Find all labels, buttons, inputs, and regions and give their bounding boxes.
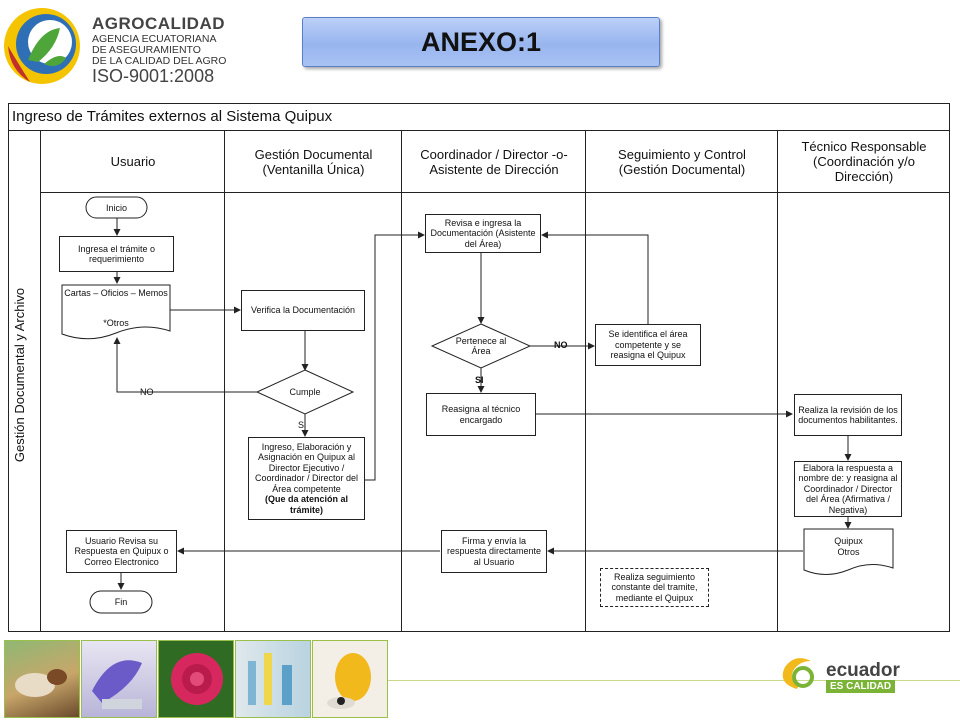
identifica-area-box: Se identifica el área competente y se re… bbox=[595, 324, 701, 366]
document-cartas bbox=[61, 284, 171, 340]
annex-title: ANEXO:1 bbox=[302, 17, 660, 67]
org-line-3: DE LA CALIDAD DEL AGRO bbox=[92, 55, 227, 67]
photo-rose bbox=[158, 640, 234, 718]
lane-divider bbox=[585, 131, 586, 632]
brand-ecuador: ecuador bbox=[826, 660, 900, 681]
cartas-label: Cartas – Oficios – Memos bbox=[64, 288, 168, 298]
edge-no-cumple: NO bbox=[140, 387, 154, 397]
org-line-1: AGENCIA ECUATORIANA bbox=[92, 33, 217, 45]
end-terminator bbox=[89, 590, 153, 614]
start-label: Inicio bbox=[105, 202, 127, 213]
edge-si-area: SI bbox=[475, 375, 484, 385]
photo-cattle bbox=[4, 640, 80, 718]
cattle-icon bbox=[15, 669, 67, 697]
cartas-otros-label: *Otros bbox=[103, 318, 129, 328]
gloves-icon bbox=[92, 660, 142, 709]
lane-header-seguimiento: Seguimiento y Control(Gestión Documental… bbox=[586, 131, 778, 193]
usuario-revisa-box: Usuario Revisa su Respuesta en Quipux o … bbox=[66, 530, 177, 573]
pertenece-label: Pertenece al Área bbox=[455, 336, 507, 356]
quipux-otros-label: Otros bbox=[837, 547, 860, 557]
photo-lab-gloves bbox=[81, 640, 157, 718]
lane-divider bbox=[224, 131, 225, 632]
lane-divider bbox=[777, 131, 778, 632]
quipux-label: Quipux bbox=[834, 536, 863, 546]
firma-envia-box: Firma y envía la respuesta directamente … bbox=[441, 530, 547, 573]
photo-fruit bbox=[312, 640, 388, 718]
flowchart-title: Ingreso de Trámites externos al Sistema … bbox=[8, 103, 950, 131]
decision-cumple bbox=[255, 369, 355, 415]
side-column bbox=[8, 131, 41, 632]
realiza-revision-box: Realiza la revisión de los documentos ha… bbox=[794, 394, 902, 436]
flowchart-frame bbox=[8, 103, 950, 632]
iso-certification: ISO-9001:2008 bbox=[92, 66, 215, 86]
document-quipux bbox=[803, 528, 894, 575]
end-label: Fin bbox=[114, 597, 128, 607]
org-line-2: DE ASEGURAMIENTO bbox=[92, 44, 201, 56]
rose-icon bbox=[171, 653, 223, 705]
photo-lab-samples bbox=[235, 640, 311, 718]
decision-pertenece bbox=[430, 323, 532, 369]
edge-si-cumple: Si bbox=[298, 420, 307, 430]
lane-header-coordinador: Coordinador / Director -o-Asistente de D… bbox=[402, 131, 586, 193]
verifica-documentacion-box: Verifica la Documentación bbox=[241, 290, 365, 331]
revisa-ingresa-box: Revisa e ingresa la Documentación (Asist… bbox=[425, 214, 541, 253]
brand-es-calidad: ES CALIDAD bbox=[826, 680, 896, 693]
edge-no-area: NO bbox=[554, 340, 568, 350]
ecuador-swirl-icon bbox=[782, 658, 814, 689]
org-name: AGROCALIDAD bbox=[92, 14, 225, 33]
ingresa-tramite-box: Ingresa el trámite o requerimiento bbox=[59, 236, 174, 272]
lane-header-usuario: Usuario bbox=[41, 131, 225, 193]
start-terminator bbox=[85, 196, 148, 219]
test-tubes-icon bbox=[248, 653, 292, 705]
footer-divider bbox=[388, 680, 960, 681]
lane-divider bbox=[401, 131, 402, 632]
fruit-icon bbox=[327, 653, 371, 709]
elabora-respuesta-box: Elabora la respuesta a nombre de: y reas… bbox=[794, 461, 902, 517]
agrocalidad-emblem-icon bbox=[4, 8, 80, 84]
seguimiento-note-box: Realiza seguimiento constante del tramit… bbox=[600, 568, 709, 607]
reasigna-tecnico-box: Reasigna al técnico encargado bbox=[426, 393, 536, 436]
agrocalidad-logo bbox=[0, 0, 220, 95]
lane-header-gestion-documental: Gestión Documental(Ventanilla Única) bbox=[225, 131, 402, 193]
ingreso-elaboracion-box: Ingreso, Elaboración y Asignación en Qui… bbox=[248, 437, 365, 520]
cumple-label: Cumple bbox=[289, 387, 321, 397]
